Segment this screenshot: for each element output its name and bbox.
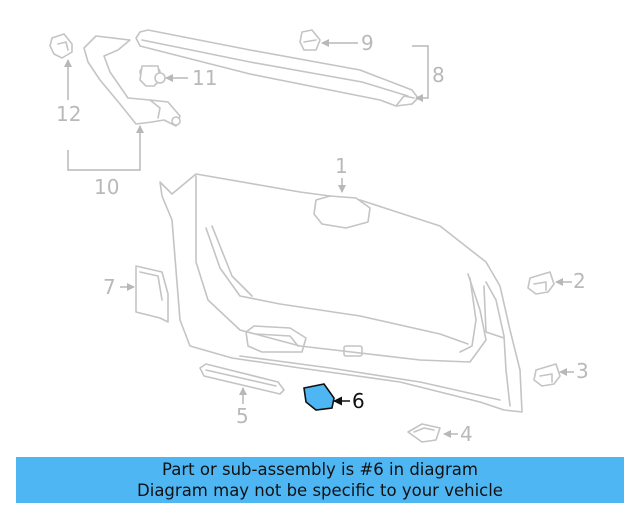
callout-8: 8 <box>432 63 445 87</box>
part-7-side-panel <box>135 265 169 323</box>
part-9-clip <box>299 29 321 51</box>
part-11-push-clip <box>139 65 166 87</box>
callout-9: 9 <box>361 31 374 55</box>
callout-1: 1 <box>335 154 348 178</box>
part-3-hook <box>533 363 561 387</box>
part-6-highlighted-cover[interactable] <box>303 383 335 411</box>
part-1-liftgate-trim-panel <box>159 173 523 413</box>
part-10-pillar-trim <box>83 35 181 127</box>
part-5-sill-strip <box>199 363 285 395</box>
banner-line-1: Part or sub-assembly is #6 in diagram <box>162 460 478 479</box>
leader-8 <box>412 45 429 102</box>
part-4-cover-plate <box>407 423 441 443</box>
part-12-bracket <box>49 33 73 59</box>
callout-7: 7 <box>103 275 116 299</box>
leader-10 <box>67 125 144 171</box>
callout-2: 2 <box>573 269 586 293</box>
callout-12: 12 <box>56 102 81 126</box>
callout-6[interactable]: 6 <box>352 389 365 413</box>
part-8-upper-trim-strip <box>135 29 419 107</box>
callout-10: 10 <box>94 175 119 199</box>
leader-lines <box>64 39 574 438</box>
callout-3: 3 <box>576 359 589 383</box>
callout-11: 11 <box>192 66 217 90</box>
callout-4: 4 <box>460 422 473 446</box>
banner-line-2: Diagram may not be specific to your vehi… <box>137 481 503 500</box>
callout-5: 5 <box>236 404 249 428</box>
info-banner: Part or sub-assembly is #6 in diagram Di… <box>16 457 624 503</box>
part-2-hook <box>527 271 555 295</box>
